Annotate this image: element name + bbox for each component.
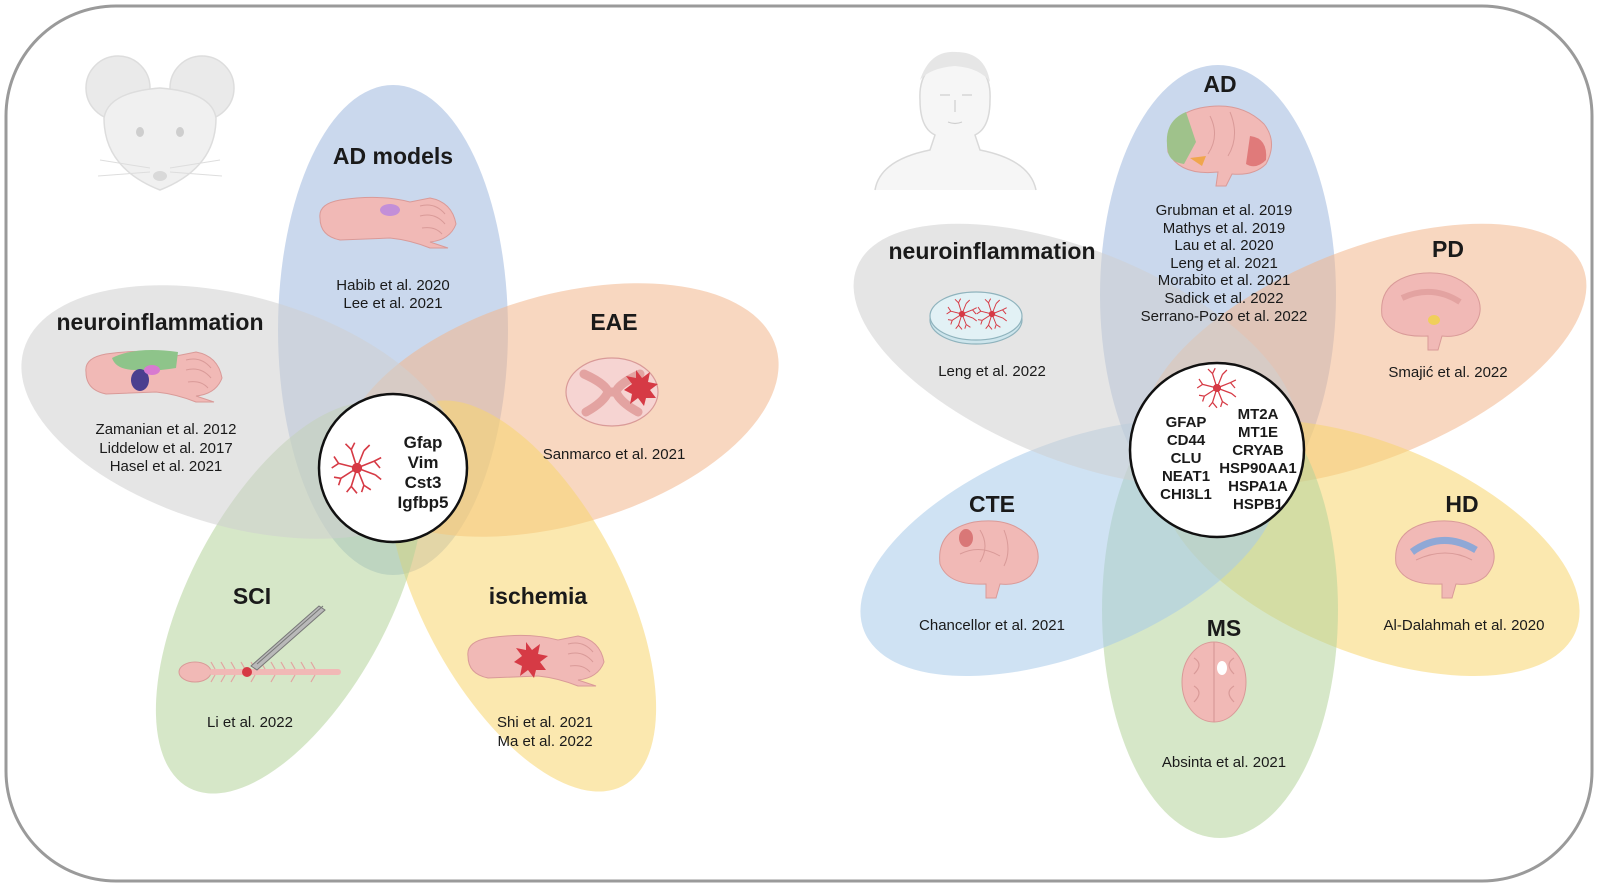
citation: Serrano-Pozo et al. 2022 [1141, 308, 1308, 325]
petal-title-neuroinflammation: neuroinflammation [56, 309, 263, 335]
mouse-brain-lesion-icon [467, 634, 605, 687]
citation: Sadick et al. 2022 [1164, 290, 1283, 307]
human-brain-striatum-icon [1395, 520, 1495, 599]
citation: Habib et al. 2020 [336, 277, 449, 294]
citation: Al-Dalahmah et al. 2020 [1384, 617, 1545, 634]
gene-label: HSPB1 [1233, 496, 1283, 513]
gene-label: Vim [408, 453, 439, 472]
mouse-center-circle [317, 392, 469, 544]
citation: Sanmarco et al. 2021 [543, 446, 686, 463]
human-center-circle [1128, 361, 1306, 539]
gene-label: CRYAB [1232, 442, 1284, 459]
citation: Lau et al. 2020 [1174, 237, 1273, 254]
petal-title-eae: EAE [590, 309, 637, 335]
petal-title-ad: AD [1203, 71, 1236, 97]
mouse-brain-regions-icon [85, 350, 223, 403]
citation: Ma et al. 2022 [497, 733, 592, 750]
human-head-icon [874, 51, 1037, 191]
citation: Grubman et al. 2019 [1156, 202, 1293, 219]
petal-title-ischemia: ischemia [489, 583, 588, 609]
mouse-labels: AD models Habib et al. 2020 Lee et al. 2… [56, 143, 685, 750]
human-panel: AD Grubman et al. 2019 Mathys et al. 201… [853, 51, 1587, 838]
mouse-head-icon [85, 55, 235, 191]
gene-label: MT2A [1238, 406, 1279, 423]
citation: Morabito et al. 2021 [1158, 272, 1291, 289]
citation: Leng et al. 2021 [1170, 255, 1278, 272]
gene-label: CD44 [1167, 432, 1206, 449]
human-labels: AD Grubman et al. 2019 Mathys et al. 201… [888, 71, 1544, 771]
citation: Hasel et al. 2021 [110, 458, 223, 475]
gene-label: GFAP [1166, 414, 1207, 431]
petal-title-hd: HD [1445, 491, 1478, 517]
citation: Chancellor et al. 2021 [919, 617, 1065, 634]
citation: Mathys et al. 2019 [1163, 220, 1286, 237]
citation: Li et al. 2022 [207, 714, 293, 731]
petri-dish-astrocytes-icon [929, 291, 1023, 345]
petal-title-pd: PD [1432, 236, 1464, 262]
gene-label: HSP90AA1 [1219, 460, 1297, 477]
petal-title-ms: MS [1207, 615, 1242, 641]
spinal-cord-section-icon [565, 357, 659, 427]
mouse-brain-sagittal-icon [319, 196, 457, 249]
petal-title-sci: SCI [233, 583, 271, 609]
citation: Leng et al. 2022 [938, 363, 1046, 380]
petal-title-neuroinflammation: neuroinflammation [888, 238, 1095, 264]
gene-label: Igfbp5 [398, 493, 449, 512]
human-brain-injury-icon [939, 520, 1039, 599]
citation: Smajić et al. 2022 [1388, 364, 1507, 381]
human-brain-midbrain-icon [1381, 272, 1481, 351]
spinal-cord-injury-icon [178, 605, 341, 683]
citation: Shi et al. 2021 [497, 714, 593, 731]
gene-label: MT1E [1238, 424, 1278, 441]
human-brain-top-lesion-icon [1181, 641, 1247, 723]
gene-label: Gfap [404, 433, 443, 452]
gene-label: CLU [1171, 450, 1202, 467]
citation: Absinta et al. 2021 [1162, 754, 1286, 771]
citation: Zamanian et al. 2012 [96, 421, 237, 438]
human-brain-lobes-icon [1166, 105, 1272, 187]
gene-label: NEAT1 [1162, 468, 1210, 485]
gene-label: CHI3L1 [1160, 486, 1212, 503]
citation: Liddelow et al. 2017 [99, 440, 232, 457]
gene-label: Cst3 [405, 473, 442, 492]
citation: Lee et al. 2021 [343, 295, 442, 312]
petal-title-cte: CTE [969, 491, 1015, 517]
petal-title-ad-models: AD models [333, 143, 453, 169]
gene-label: HSPA1A [1228, 478, 1288, 495]
mouse-panel: AD models Habib et al. 2020 Lee et al. 2… [21, 55, 779, 794]
